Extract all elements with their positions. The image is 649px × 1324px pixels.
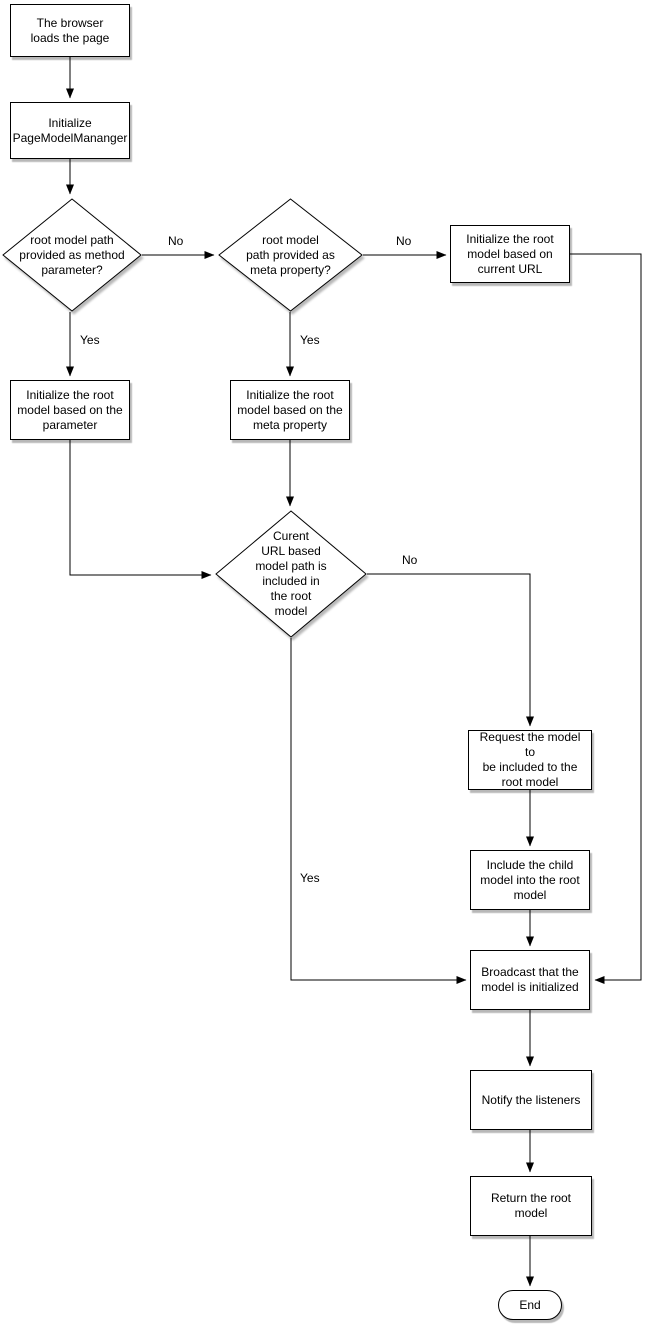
node-label: Return the root model xyxy=(490,1191,572,1220)
edge-parameter-to-url-included xyxy=(69,440,212,579)
decision-root-model-path-meta-property: root model path provided as meta propert… xyxy=(218,198,363,312)
edge-label-url-included-no: No xyxy=(402,553,418,567)
node-label: Notify the listeners xyxy=(481,1092,581,1107)
edge-label-method-param-no: No xyxy=(168,234,184,248)
diamond-shape xyxy=(218,198,363,312)
node-request-model-included: Request the model to be included to the … xyxy=(468,730,592,790)
node-end-terminator: End xyxy=(498,1290,562,1320)
decision-root-model-path-method-parameter: root model path provided as method param… xyxy=(2,198,142,312)
node-label: Broadcast that the model is initialized xyxy=(481,965,579,994)
node-initialize-root-model-meta-property: Initialize the root model based on the m… xyxy=(230,380,350,440)
node-label: End xyxy=(519,1297,541,1312)
node-label: root model path provided as method param… xyxy=(19,232,125,277)
decision-current-url-model-path-included: Curent URL based model path is included … xyxy=(215,510,367,638)
node-label: Initialize the root model based on the p… xyxy=(17,387,123,432)
node-label: Include the child model into the root mo… xyxy=(480,857,580,902)
node-browser-loads-page: The browser loads the page xyxy=(10,4,130,57)
node-initialize-pagemodelmanager: Initialize PageModelMananger xyxy=(10,102,130,159)
edge-label-meta-property-no: No xyxy=(396,234,412,248)
node-notify-listeners: Notify the listeners xyxy=(470,1070,592,1130)
node-label: Initialize the root model based on curre… xyxy=(466,231,554,276)
node-label: Initialize the root model based on the m… xyxy=(237,387,343,432)
node-broadcast-model-initialized: Broadcast that the model is initialized xyxy=(470,950,590,1010)
node-initialize-root-model-current-url: Initialize the root model based on curre… xyxy=(450,225,570,283)
node-return-root-model: Return the root model xyxy=(470,1176,592,1236)
node-initialize-root-model-parameter: Initialize the root model based on the p… xyxy=(10,380,130,440)
diamond-shape xyxy=(215,510,367,638)
edge-label-meta-property-yes: Yes xyxy=(300,333,320,347)
node-label: Initialize PageModelMananger xyxy=(12,115,128,145)
edge-url-included-yes xyxy=(290,638,467,984)
edge-label-method-param-yes: Yes xyxy=(80,333,100,347)
edge-label-url-included-yes: Yes xyxy=(300,871,320,885)
node-label: root model path provided as meta propert… xyxy=(246,232,335,277)
node-label: Curent URL based model path is included … xyxy=(255,529,327,618)
node-label: The browser loads the page xyxy=(30,15,110,45)
node-include-child-model: Include the child model into the root mo… xyxy=(470,850,590,910)
edge-url-included-no xyxy=(367,573,534,727)
diamond-shape xyxy=(2,198,142,312)
node-label: Request the model to be included to the … xyxy=(479,730,581,789)
